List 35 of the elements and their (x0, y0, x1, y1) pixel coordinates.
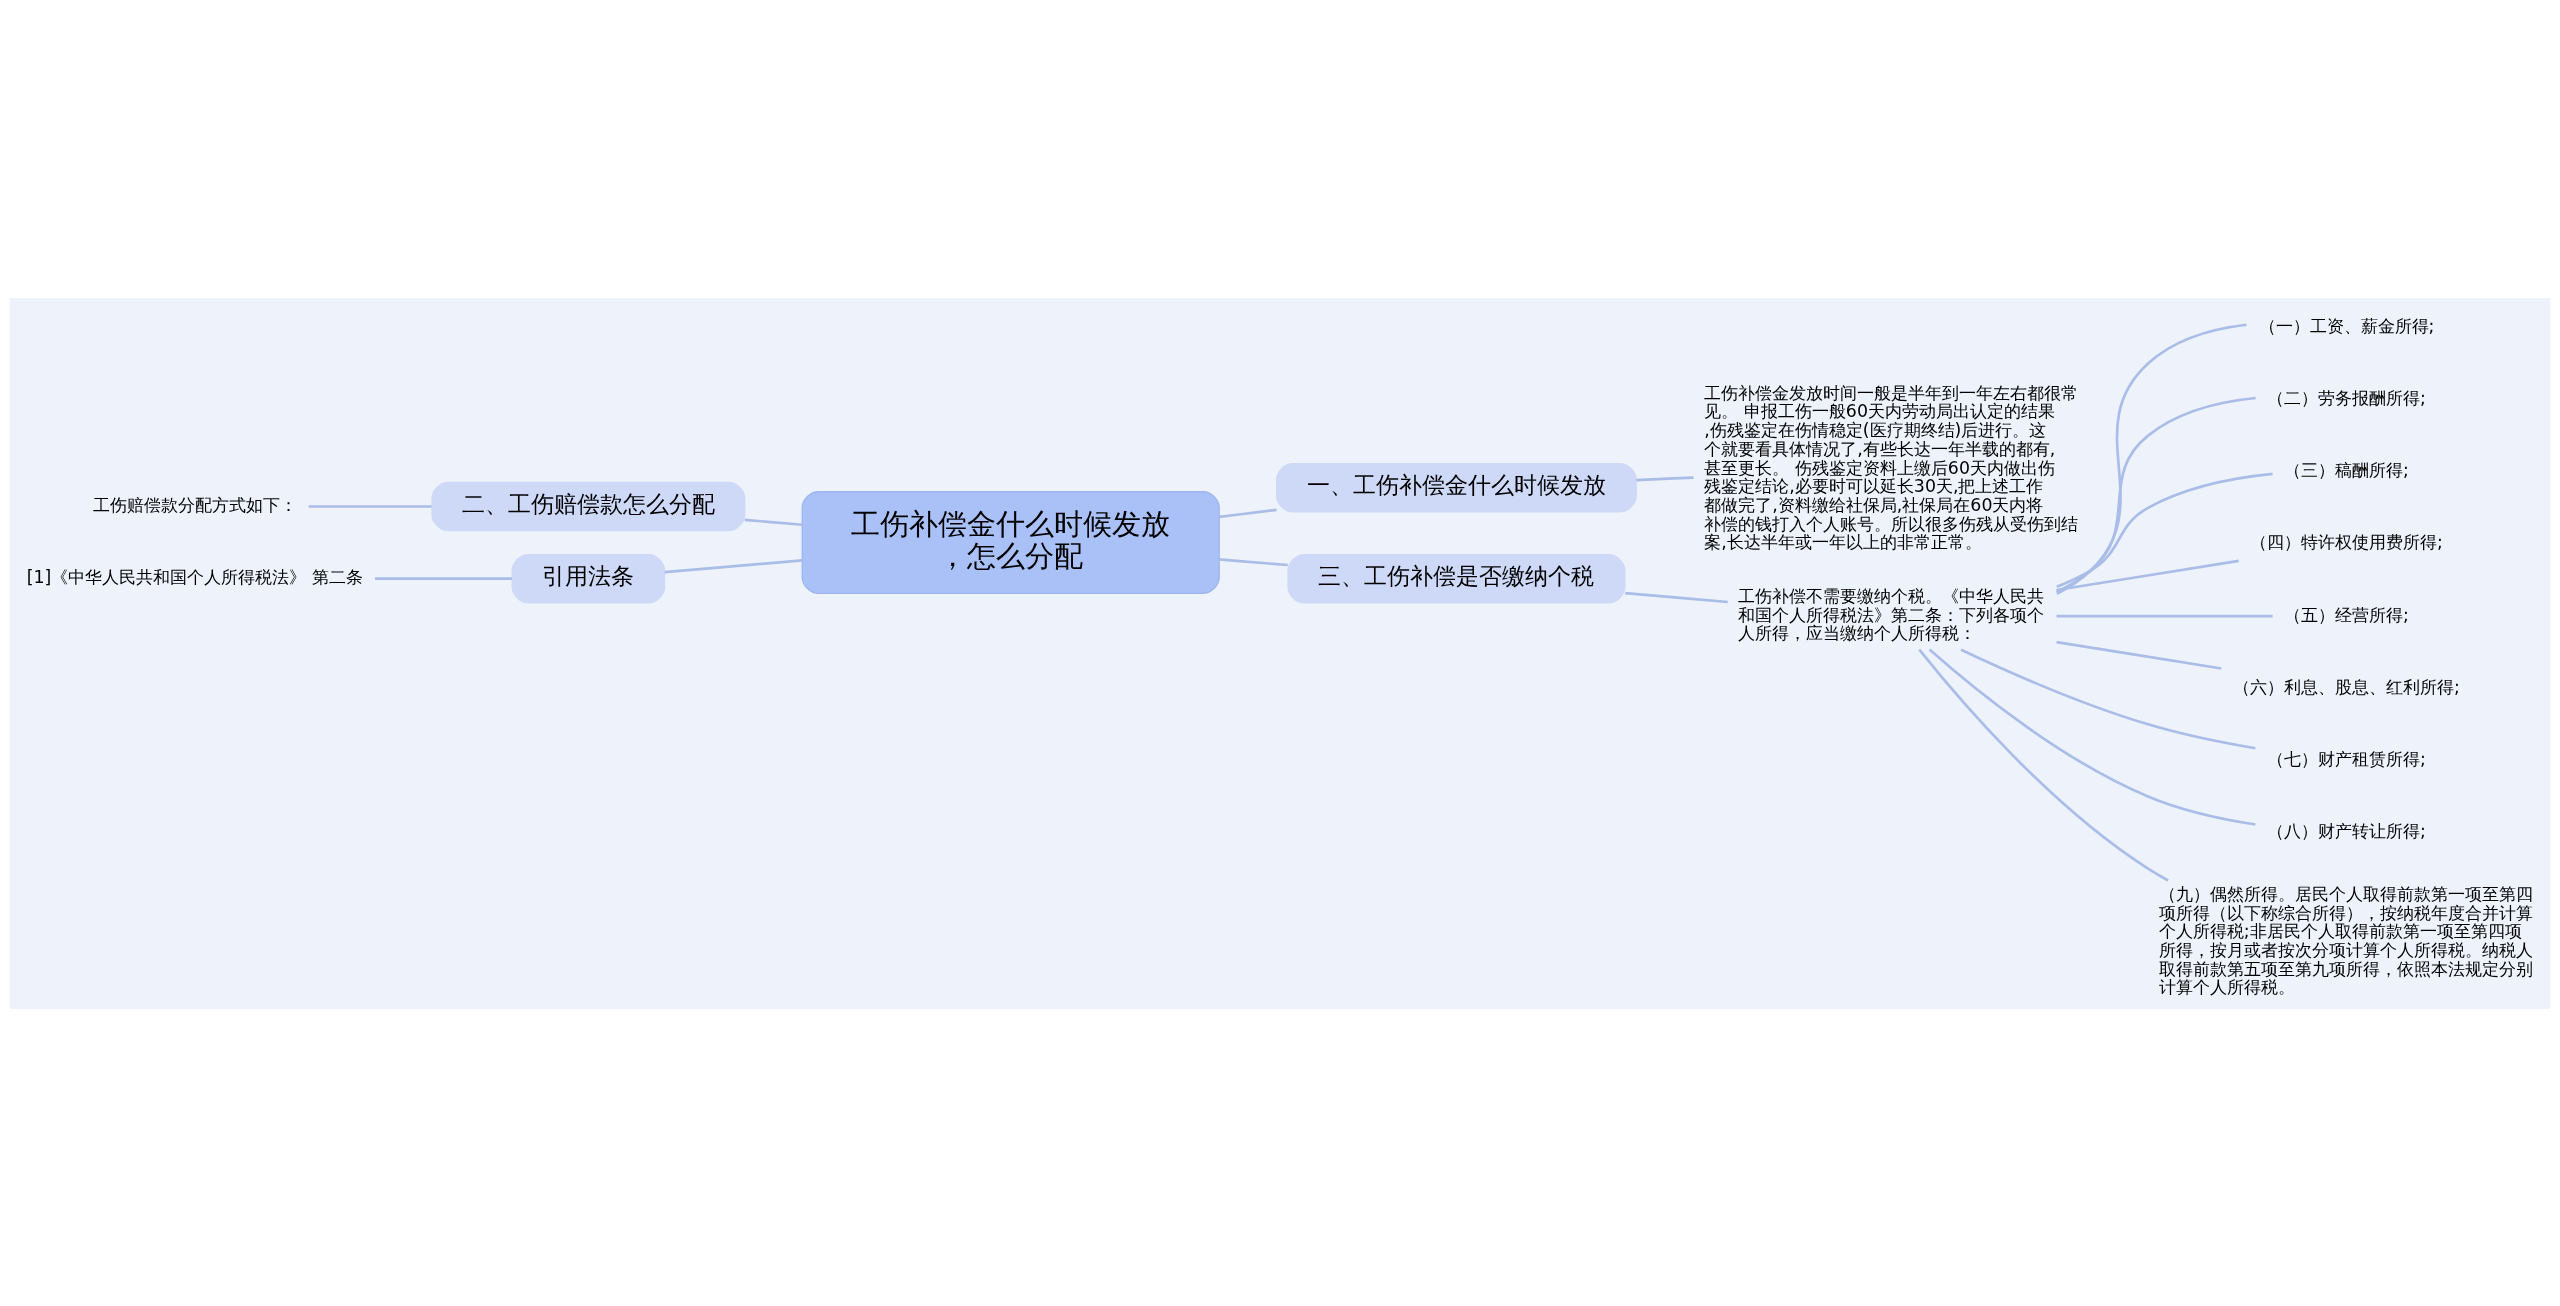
connector (2056, 614, 2273, 617)
node-text: （四）特许权使用费所得; (2250, 531, 2443, 552)
connector (2056, 559, 2239, 591)
node-box: 一、工伤补偿金什么时候发放 (1276, 462, 1637, 512)
connector (1219, 557, 1288, 566)
node-box: 工伤补偿金什么时候发放，怎么分配 (801, 490, 1220, 594)
connector (375, 576, 512, 580)
node-text: （一）工资、薪金所得; (2258, 315, 2435, 336)
node-text: （七）财产租赁所得; (2267, 748, 2426, 769)
connector (2056, 472, 2273, 588)
node-box: 引用法条 (511, 553, 666, 603)
connector (1960, 648, 2256, 750)
node-text: 工伤赔偿款分配方式如下： (92, 494, 297, 515)
connector (664, 558, 803, 574)
connector (744, 518, 803, 526)
connector (1918, 648, 2169, 882)
connector (308, 504, 432, 508)
connector (1219, 508, 1277, 518)
node-box: 二、工伤赔偿款怎么分配 (431, 481, 746, 531)
node-text: 工伤补偿金发放时间一般是半年到一年左右都很常见。 申报工伤一般60天内劳动局出认定的结果,伤残鉴定在伤情稳定(医疗期终结)后进行。这个就要看具体情况了,有些长达一年半载的都有,甚至更长。 伤残鉴定资料上缴后60天内做出伤残鉴定结论,必要时可以延长30天,把上述工作都做完了,资料缴给社保局,社保局在60天内将补偿的钱打入个人账号。所以很多伤残从受伤到结案,长达半年或一年以上的非常正常。 (1704, 382, 2079, 552)
connector (1928, 648, 2256, 826)
node-text: （九）偶然所得。居民个人取得前款第一项至第四项所得（以下称综合所得），按纳税年度合并计算个人所得税;非居民个人取得前款第一项至第四项所得，按月或者按次分项计算个人所得税。纳税人取得前款第五项至第九项所得，依照本法规定分别计算个人所得税。 (2158, 883, 2533, 997)
node-text: （三）稿酬所得; (2284, 459, 2409, 480)
connector (2056, 396, 2256, 593)
node-text: （二）劳务报酬所得; (2267, 387, 2426, 408)
node-box: 三、工伤补偿是否缴纳个税 (1287, 553, 1626, 603)
node-text: （五）经营所得; (2284, 604, 2409, 625)
connector (1625, 591, 1728, 603)
node-text: （六）利息、股息、红利所得; (2233, 676, 2460, 697)
node-text: [1]《中华人民共和国个人所得税法》 第二条 (26, 566, 363, 587)
connector (2056, 640, 2222, 670)
connector (2056, 322, 2247, 595)
node-text: （八）财产转让所得; (2267, 820, 2426, 841)
connector (1636, 475, 1694, 481)
node-text: 工伤补偿不需要缴纳个税。《中华人民共和国个人所得税法》第二条：下列各项个人所得，应当缴纳个人所得税： (1738, 585, 2045, 643)
